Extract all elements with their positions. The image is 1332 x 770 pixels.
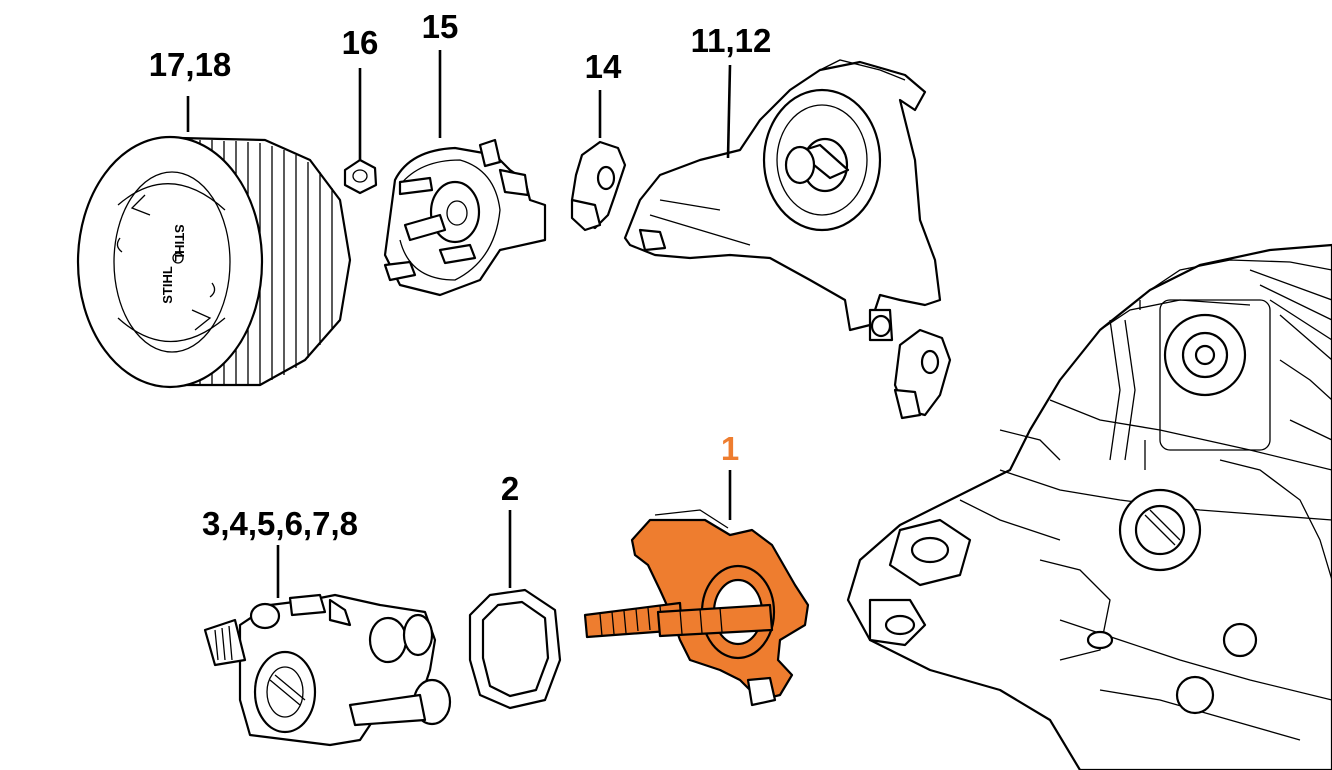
manifold-flange-part[interactable] — [583, 509, 810, 707]
bracket-part[interactable] — [570, 140, 627, 232]
carburetor-box-part[interactable] — [623, 59, 942, 342]
filter-base-part[interactable] — [383, 138, 547, 297]
air-filter-part[interactable]: STIHL STIHL — [76, 135, 352, 389]
nut-part[interactable] — [343, 158, 378, 195]
engine-housing — [846, 243, 1332, 770]
label-3-8[interactable]: 3,4,5,6,7,8 — [202, 505, 358, 542]
part-labels: 17,18 16 15 14 11,12 2 3,4,5,6,7,8 1 — [149, 8, 772, 542]
carburetor-box-clip[interactable] — [893, 328, 952, 420]
label-14[interactable]: 14 — [585, 48, 622, 85]
label-15[interactable]: 15 — [422, 8, 459, 45]
label-11-12[interactable]: 11,12 — [691, 22, 772, 59]
filter-branding-bottom: STIHL — [160, 266, 175, 304]
filter-branding-top: STIHL — [172, 224, 187, 262]
leader-11-12 — [726, 64, 732, 159]
gasket-part[interactable] — [468, 588, 562, 710]
label-17-18[interactable]: 17,18 — [149, 46, 232, 83]
label-16[interactable]: 16 — [342, 24, 379, 61]
label-2[interactable]: 2 — [501, 470, 519, 507]
leader-lines — [186, 50, 732, 598]
carburetor-part[interactable] — [203, 593, 452, 747]
label-1[interactable]: 1 — [721, 430, 739, 467]
